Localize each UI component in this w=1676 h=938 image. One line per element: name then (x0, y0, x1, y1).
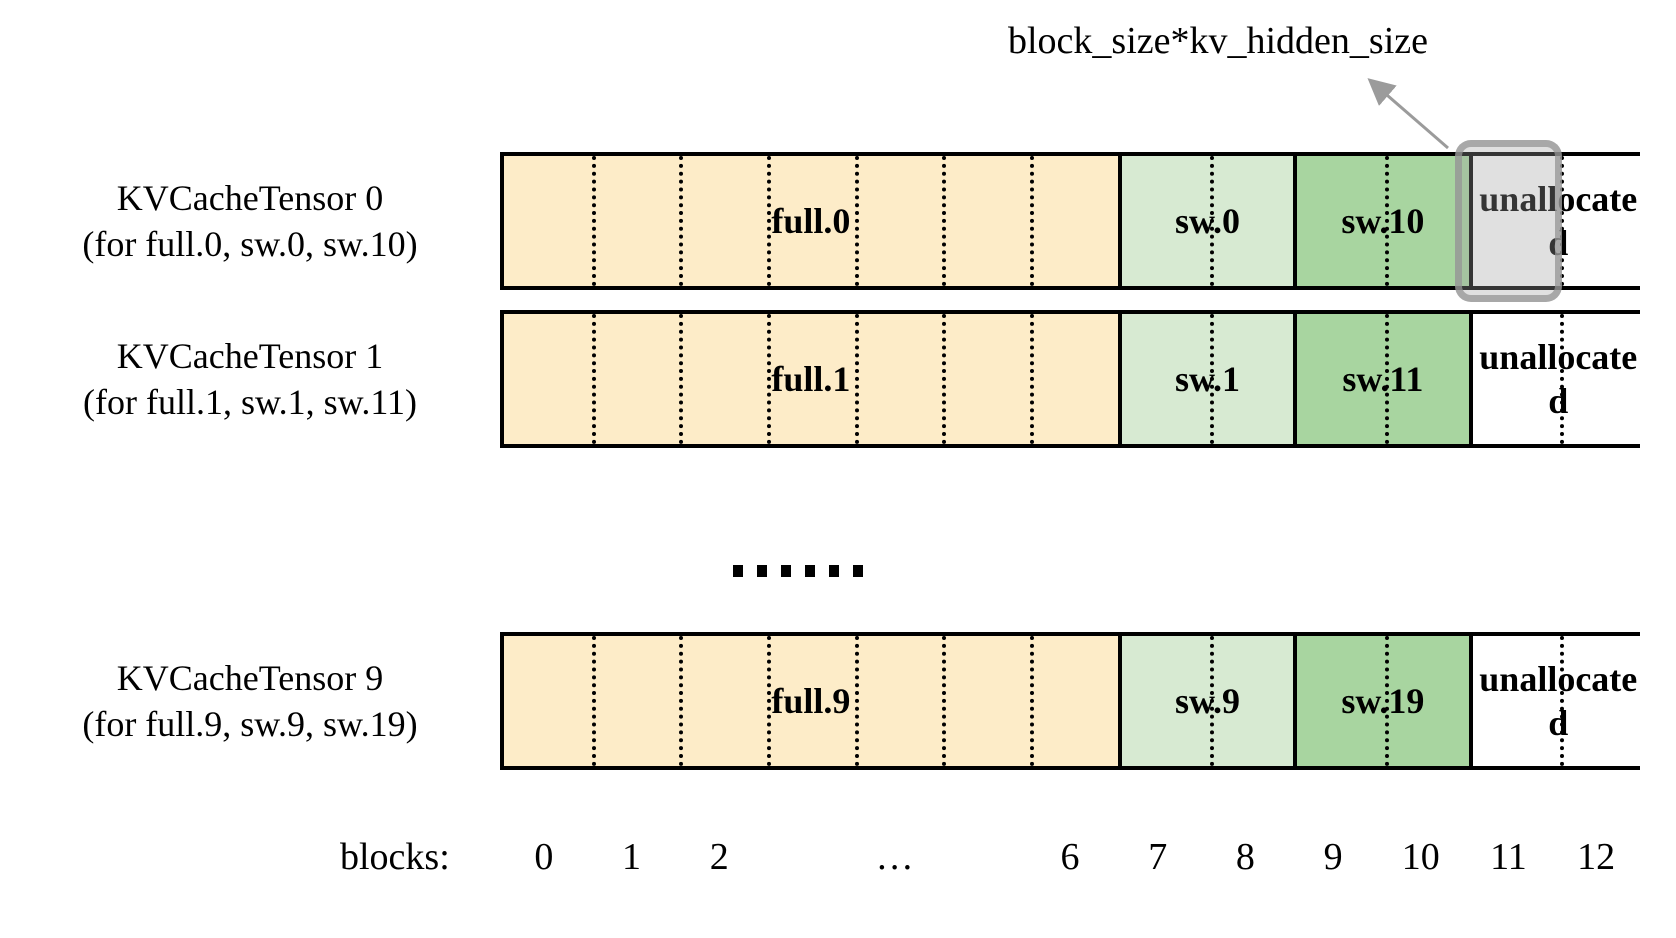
block-divider (1209, 314, 1214, 444)
bar-segment: unallocated (1468, 636, 1644, 766)
axis-tick-label: 2 (709, 836, 729, 878)
bar-segment-label: unallocated (1479, 179, 1638, 263)
bar-segment-label: full.0 (771, 201, 851, 241)
block-divider (854, 156, 859, 286)
block-divider (1384, 314, 1389, 444)
ellipsis-dot (733, 565, 743, 577)
bar-segment: unallocated (1468, 156, 1644, 286)
axis-title-blocks: blocks: (340, 836, 450, 878)
kvcache-tensor-bar: full.9 sw.9 sw.19 unallocated (500, 632, 1644, 770)
bar-segment: sw.0 (1117, 156, 1294, 286)
bar-segment: sw.10 (1293, 156, 1469, 286)
rows-ellipsis (733, 565, 863, 577)
block-divider (854, 314, 859, 444)
row-label-title: KVCacheTensor 0 (116, 178, 384, 218)
kvcache-tensor-bar: full.0 sw.0 sw.10 unallocated (500, 152, 1644, 290)
block-divider (767, 156, 772, 286)
axis-tick-label: 1 (622, 836, 642, 878)
bar-segment-label: sw.11 (1342, 359, 1424, 399)
bar-segment: sw.11 (1293, 314, 1469, 444)
bar-segment: full.0 (504, 156, 1118, 286)
block-divider (591, 156, 596, 286)
bar-segment: sw.9 (1117, 636, 1294, 766)
bar-segment-label: full.9 (771, 681, 851, 721)
axis-tick-label: … (875, 836, 914, 878)
ellipsis-dot (829, 565, 839, 577)
bar-segment-label: sw.10 (1341, 201, 1425, 241)
ellipsis-dot (805, 565, 815, 577)
block-divider (1209, 156, 1214, 286)
bar-segment: sw.1 (1117, 314, 1294, 444)
block-divider (1560, 314, 1565, 444)
block-divider (1030, 636, 1035, 766)
block-divider (767, 314, 772, 444)
block-divider (1384, 636, 1389, 766)
row-label-tensor-2: KVCacheTensor 9 (for full.9, sw.9, sw.19) (15, 655, 485, 747)
block-divider (942, 636, 947, 766)
bar-segment-label: sw.19 (1341, 681, 1425, 721)
axis-tick-label: 0 (534, 836, 554, 878)
bar-segment-label: full.1 (771, 359, 851, 399)
block-divider (591, 314, 596, 444)
block-divider (679, 314, 684, 444)
caption-block-size-kv-hidden-size: block_size*kv_hidden_size (1008, 20, 1429, 62)
row-label-tensor-0: KVCacheTensor 0 (for full.0, sw.0, sw.10) (15, 175, 485, 267)
bar-segment: full.1 (504, 314, 1118, 444)
axis-tick-label: 10 (1401, 836, 1440, 878)
block-divider (942, 314, 947, 444)
axis-tick-label: 8 (1235, 836, 1255, 878)
ellipsis-dot (757, 565, 767, 577)
block-divider (1030, 156, 1035, 286)
ellipsis-dot (853, 565, 863, 577)
bar-segment-label: sw.1 (1175, 359, 1241, 399)
row-label-subtitle: (for full.1, sw.1, sw.11) (83, 382, 417, 422)
axis-tick-label: 9 (1323, 836, 1343, 878)
axis-tick-label: 7 (1148, 836, 1168, 878)
kvcache-tensor-bar: full.1 sw.1 sw.11 unallocated (500, 310, 1644, 448)
row-label-tensor-1: KVCacheTensor 1 (for full.1, sw.1, sw.11) (15, 333, 485, 425)
block-divider (1384, 156, 1389, 286)
bar-segment-label: sw.0 (1175, 201, 1241, 241)
row-label-title: KVCacheTensor 9 (116, 658, 384, 698)
row-label-subtitle: (for full.0, sw.0, sw.10) (82, 224, 418, 264)
block-divider (679, 156, 684, 286)
block-divider (1030, 314, 1035, 444)
block-divider (1209, 636, 1214, 766)
callout-arrow-icon (1367, 78, 1449, 150)
row-label-title: KVCacheTensor 1 (116, 336, 384, 376)
axis-tick-label: 12 (1577, 836, 1616, 878)
block-divider (767, 636, 772, 766)
block-divider (679, 636, 684, 766)
bar-segment-label: unallocated (1479, 659, 1638, 743)
block-divider (1560, 636, 1565, 766)
bar-segment-label: unallocated (1479, 337, 1638, 421)
block-divider (591, 636, 596, 766)
bar-segment: full.9 (504, 636, 1118, 766)
axis-tick-label: 11 (1490, 836, 1527, 878)
bar-segment-label: sw.9 (1175, 681, 1241, 721)
ellipsis-dot (781, 565, 791, 577)
axis-tick-label: 6 (1060, 836, 1080, 878)
row-label-subtitle: (for full.9, sw.9, sw.19) (82, 704, 418, 744)
block-divider (942, 156, 947, 286)
bar-segment: unallocated (1468, 314, 1644, 444)
bar-segment: sw.19 (1293, 636, 1469, 766)
block-divider (854, 636, 859, 766)
